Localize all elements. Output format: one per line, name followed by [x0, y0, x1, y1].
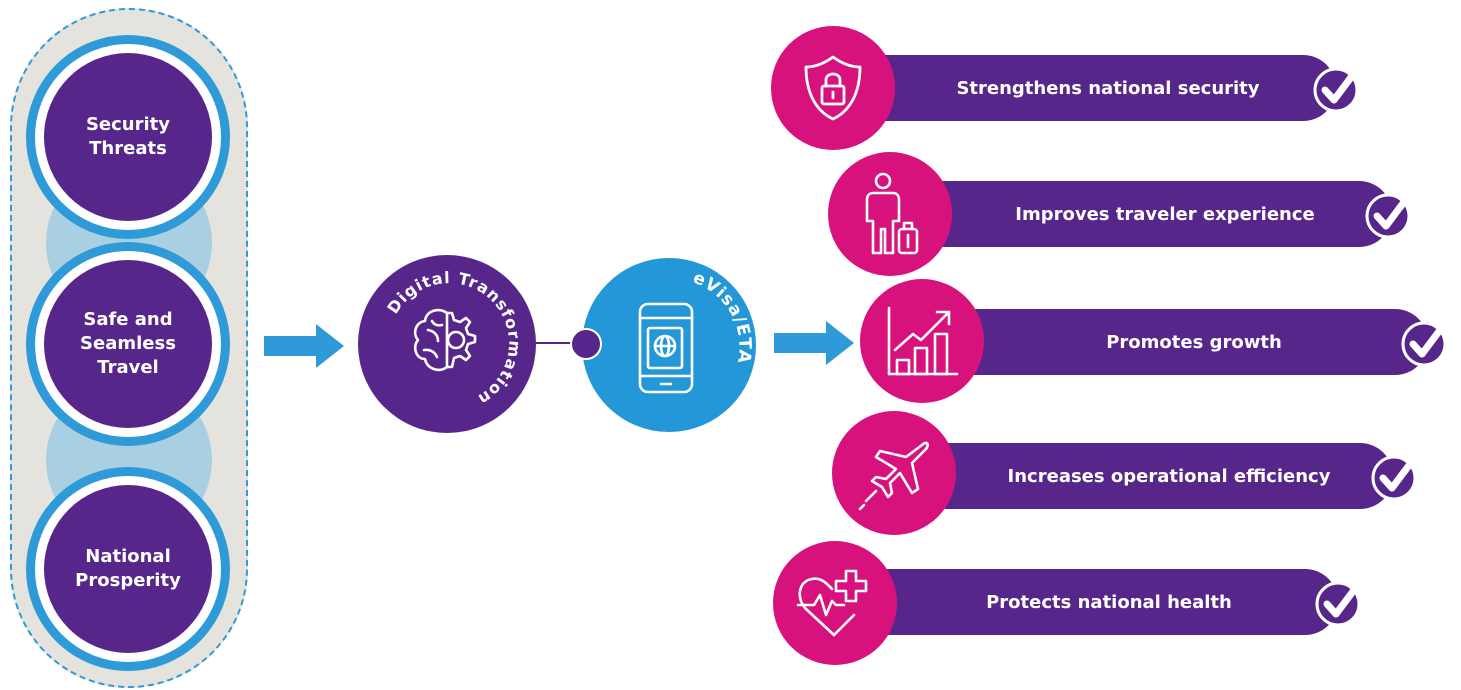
challenge-security-threats: Security Threats — [26, 35, 230, 239]
benefit-label: Strengthens national security — [956, 77, 1260, 99]
benefit-banner: Promotes growth — [960, 309, 1428, 375]
airplane-icon — [858, 441, 929, 511]
benefit-icon-bubble — [773, 541, 897, 665]
check-icon — [1313, 64, 1362, 113]
challenge-label: Security Threats — [85, 114, 171, 159]
benefit-icon-bubble — [771, 26, 895, 150]
challenge-safe-travel: Safe and Seamless Travel — [26, 242, 230, 446]
check-icon — [1371, 452, 1420, 501]
growth-chart-icon — [887, 306, 959, 376]
passport-phone-icon — [638, 302, 694, 394]
shield-lock-icon — [804, 55, 862, 121]
challenge-label: Safe and Seamless Travel — [80, 309, 176, 378]
benefit-label: Increases operational efficiency — [1007, 465, 1331, 487]
evisa-node: eVisa/ETA — [582, 258, 756, 432]
svg-text:Digital Transformation: Digital Transformation — [383, 268, 524, 409]
benefit-banner: Increases operational efficiency — [945, 443, 1393, 509]
arrow-right-icon — [774, 321, 854, 365]
evisa-label: eVisa/ETA — [690, 268, 754, 365]
traveler-luggage-icon — [865, 172, 919, 255]
digital-transformation-graphic: Digital Transformation — [383, 268, 524, 409]
benefit-icon-bubble — [860, 279, 984, 403]
check-icon — [1401, 318, 1450, 367]
benefit-banner: Protects national health — [880, 569, 1338, 635]
benefit-icon-bubble — [832, 411, 956, 535]
check-icon — [1365, 190, 1414, 239]
benefit-icon-bubble — [828, 152, 952, 276]
benefit-label: Improves traveler experience — [1015, 203, 1315, 225]
brain-gear-icon — [413, 308, 477, 372]
digital-transformation-label: Digital Transformation — [383, 268, 523, 409]
connector-dot — [570, 328, 602, 360]
challenge-label: National Prosperity — [75, 546, 181, 591]
svg-text:eVisa/ETA: eVisa/ETA — [690, 268, 755, 365]
benefit-banner: Strengthens national security — [880, 55, 1336, 121]
benefit-label: Promotes growth — [1106, 331, 1282, 353]
digital-transformation-node: Digital Transformation — [358, 255, 536, 433]
check-icon — [1315, 578, 1364, 627]
connector-line — [536, 342, 586, 344]
benefit-label: Protects national health — [986, 591, 1232, 613]
benefit-banner: Improves traveler experience — [938, 181, 1392, 247]
arrow-right-icon — [264, 324, 344, 368]
heart-health-icon — [796, 569, 868, 637]
evisa-graphic: eVisa/ETA — [638, 268, 755, 394]
challenge-national-prosperity: National Prosperity — [26, 467, 230, 671]
